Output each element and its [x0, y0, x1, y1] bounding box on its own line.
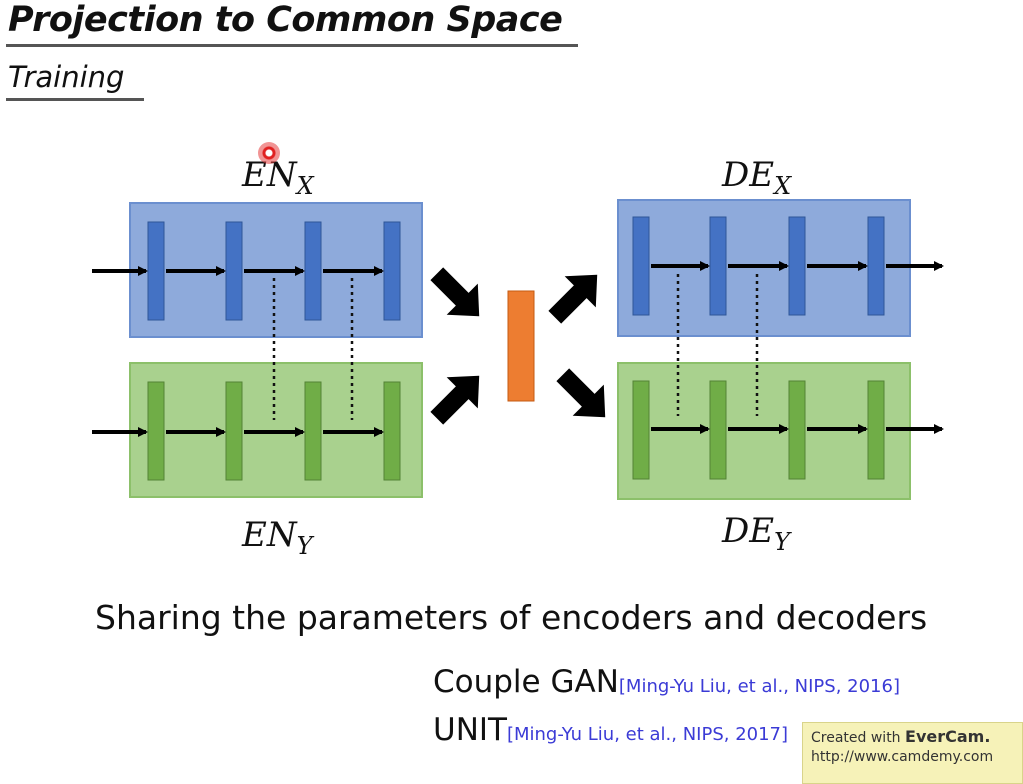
encoder-y-layer-2 [225, 381, 243, 481]
pointer-highlight [258, 142, 280, 164]
decoder-x-layer-1 [632, 216, 650, 316]
latent-code-block [507, 290, 535, 402]
caption-text: Sharing the parameters of encoders and d… [95, 598, 928, 637]
encoder-y-layer-3 [304, 381, 322, 481]
encoder-x-to-latent-arrow [430, 267, 480, 317]
encoder-y-label: ENY [241, 515, 315, 560]
reference-citation: [Ming-Yu Liu, et al., NIPS, 2016] [618, 676, 900, 697]
title-underline [6, 44, 578, 47]
decoder-y-layer-2 [709, 380, 727, 480]
reference-name: Couple GAN [433, 664, 619, 700]
latent-to-decoder-x-arrow [548, 274, 598, 324]
decoder-y-layer-3 [788, 380, 806, 480]
encoder-y-to-latent-arrow [430, 375, 480, 425]
encoder-x-layer-4 [383, 221, 401, 321]
decoder-x-layer-4 [867, 216, 885, 316]
encoder-decoder-diagram: ENX ENY DEX DEY [92, 155, 944, 560]
slide-title: Projection to Common Space [8, 0, 563, 40]
evercam-watermark: Created with EverCam. http://www.camdemy… [802, 722, 1023, 784]
reference-couple-gan: Couple GAN[Ming-Yu Liu, et al., NIPS, 20… [433, 664, 900, 700]
slide-subtitle: Training [8, 60, 125, 94]
encoder-x-layer-3 [304, 221, 322, 321]
decoder-x-layer-2 [709, 216, 727, 316]
reference-name: UNIT [433, 712, 507, 748]
decoder-y-layer-4 [867, 380, 885, 480]
reference-unit: UNIT[Ming-Yu Liu, et al., NIPS, 2017] [433, 712, 788, 748]
decoder-y-label: DEY [721, 511, 792, 556]
reference-citation: [Ming-Yu Liu, et al., NIPS, 2017] [506, 724, 789, 745]
encoder-x-layer-2 [225, 221, 243, 321]
decoder-y-layer-1 [632, 380, 650, 480]
decoder-x-label: DEX [721, 155, 792, 200]
watermark-brand: EverCam. [905, 727, 991, 746]
encoder-x-label: ENX [241, 155, 315, 200]
encoder-x-layer-1 [147, 221, 165, 321]
latent-to-decoder-y-arrow [556, 368, 606, 418]
subtitle-underline [6, 98, 144, 101]
watermark-url: http://www.camdemy.com [811, 749, 994, 765]
encoder-y-layer-4 [383, 381, 401, 481]
watermark-prefix: Created with [811, 730, 901, 746]
encoder-y-layer-1 [147, 381, 165, 481]
decoder-x-layer-3 [788, 216, 806, 316]
